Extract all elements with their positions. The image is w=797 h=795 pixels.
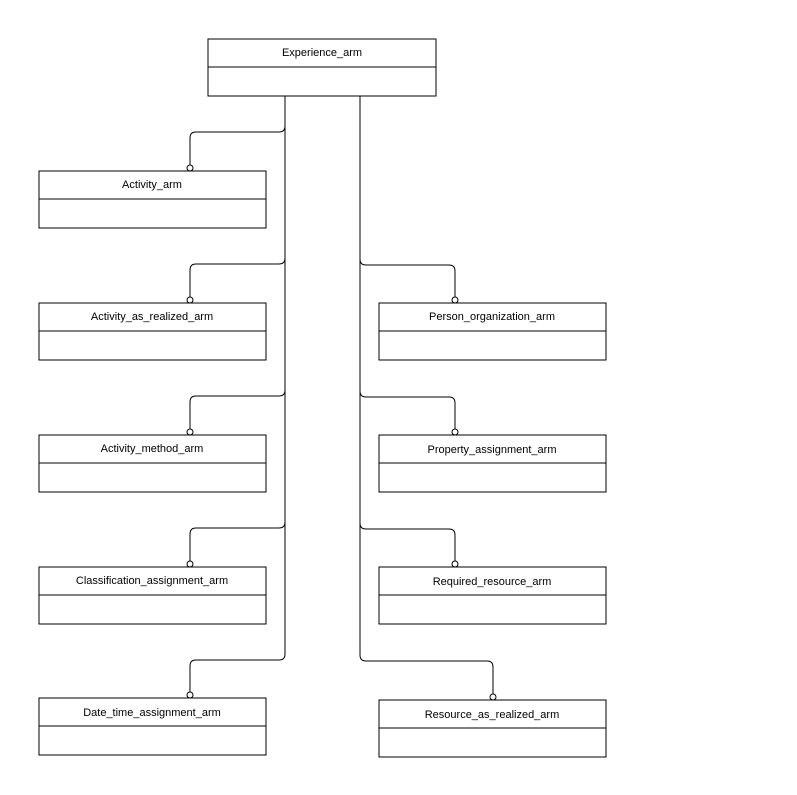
entity-activity-arm[interactable]: Activity_arm [38,170,267,229]
entity-label: Date_time_assignment_arm [83,707,221,719]
connector-end-circle [186,164,194,172]
connector-end-circle [186,428,194,436]
entity-label: Activity_arm [122,179,182,191]
connector-end-circle [186,560,194,568]
entity-label: Property_assignment_arm [427,444,556,456]
entity-activity-method-arm[interactable]: Activity_method_arm [38,434,267,493]
entity-label: Activity_as_realized_arm [91,311,213,323]
connector-end-circle [186,296,194,304]
entity-person-organization-arm[interactable]: Person_organization_arm [378,302,607,361]
entity-classification-assignment-arm[interactable]: Classification_assignment_arm [38,566,267,625]
connector-property-assignment [359,96,456,429]
entity-label: Activity_method_arm [101,443,204,455]
entity-resource-as-realized-arm[interactable]: Resource_as_realized_arm [378,699,607,758]
entity-experience-arm[interactable]: Experience_arm [207,38,437,97]
connector-person-organization [359,96,456,297]
connector-resource-as-realized [359,96,494,694]
entity-activity-as-realized-arm[interactable]: Activity_as_realized_arm [38,302,267,361]
entity-label: Person_organization_arm [429,311,555,323]
connector-date-time-assignment [189,96,286,692]
connector-end-circle [451,428,459,436]
entity-date-time-assignment-arm[interactable]: Date_time_assignment_arm [38,697,267,756]
entity-required-resource-arm[interactable]: Required_resource_arm [378,566,607,625]
entity-label: Experience_arm [282,47,362,59]
connector-activity-method [189,96,286,429]
connector-end-circle [186,691,194,699]
entity-label: Classification_assignment_arm [76,575,228,587]
entity-label: Required_resource_arm [433,576,552,588]
connector-end-circle [489,693,497,701]
connector-activity [189,96,286,165]
entity-property-assignment-arm[interactable]: Property_assignment_arm [378,434,607,493]
entity-label: Resource_as_realized_arm [425,709,560,721]
connector-end-circle [451,296,459,304]
connector-end-circle [451,560,459,568]
